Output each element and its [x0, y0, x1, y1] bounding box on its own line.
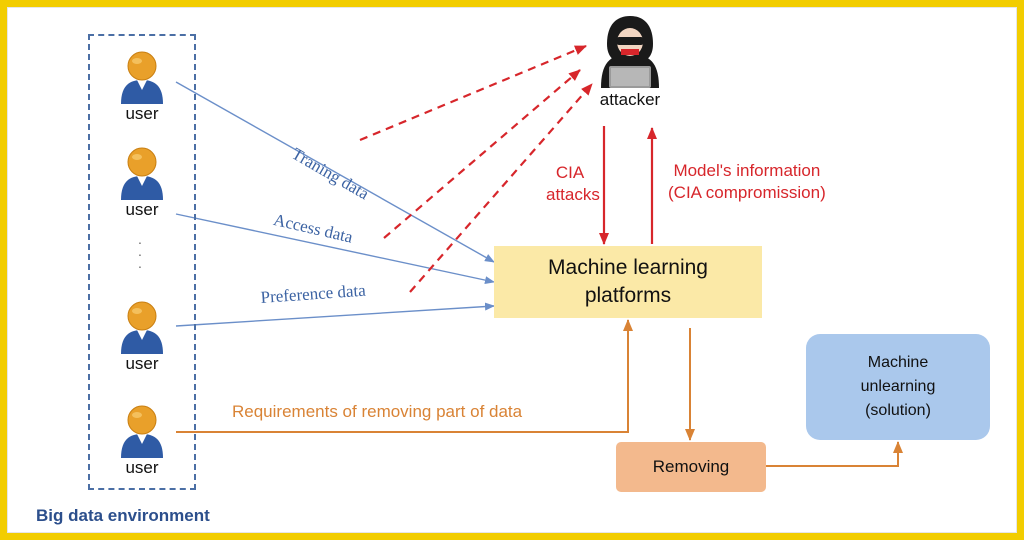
cia-attacks-line2: attacks [546, 185, 600, 204]
preference-leak-arrow [409, 83, 593, 293]
preference-data-arrow [175, 302, 495, 327]
ellipsis-dots: ··· [137, 234, 143, 274]
unlearning-line3: (solution) [865, 402, 931, 419]
model-info-line1: Model's information [673, 161, 821, 180]
user-label: user [125, 200, 159, 219]
access-leak-arrow [383, 69, 581, 239]
user-icon [121, 301, 163, 354]
attacker-node: attacker [580, 14, 680, 110]
removing-to-unlearning-arrow [766, 441, 903, 467]
big-data-environment-box [88, 34, 196, 490]
removal-request-arrow [176, 319, 633, 433]
user-node: user [102, 296, 182, 374]
removing-label: Removing [652, 457, 730, 476]
unlearning-line1: Machine [867, 354, 929, 371]
user-icon [121, 147, 163, 200]
attacker-label: attacker [599, 90, 661, 109]
model-info-label: Model's information (CIA compromission) [668, 160, 826, 204]
user-icon [121, 405, 163, 458]
user-node: user [102, 46, 182, 124]
cia-attacks-line1: CIA [555, 163, 585, 182]
model-info-line2: (CIA compromission) [668, 183, 826, 202]
user-node: user [102, 142, 182, 220]
ml-platform-box: Machine learning platforms [494, 246, 762, 318]
unlearning-line2: unlearning [860, 378, 936, 395]
user-label: user [125, 458, 159, 477]
user-label: user [125, 354, 159, 373]
removing-box: Removing [616, 442, 766, 492]
user-icon [121, 51, 163, 104]
ml-platform-line1: Machine learning [548, 256, 708, 279]
big-data-environment-label: Big data environment [36, 506, 210, 525]
user-node: user [102, 400, 182, 478]
training-data-arrow [175, 81, 495, 263]
removal-request-label: Requirements of removing part of data [232, 402, 523, 421]
machine-unlearning-box: Machine unlearning (solution) [806, 334, 990, 440]
access-data-arrow [175, 213, 495, 285]
cia-attacks-label: CIA attacks [546, 162, 600, 206]
ml-platform-line2: platforms [584, 284, 672, 307]
hacker-icon [601, 16, 659, 88]
user-label: user [125, 104, 159, 123]
training-leak-arrow [359, 44, 587, 142]
